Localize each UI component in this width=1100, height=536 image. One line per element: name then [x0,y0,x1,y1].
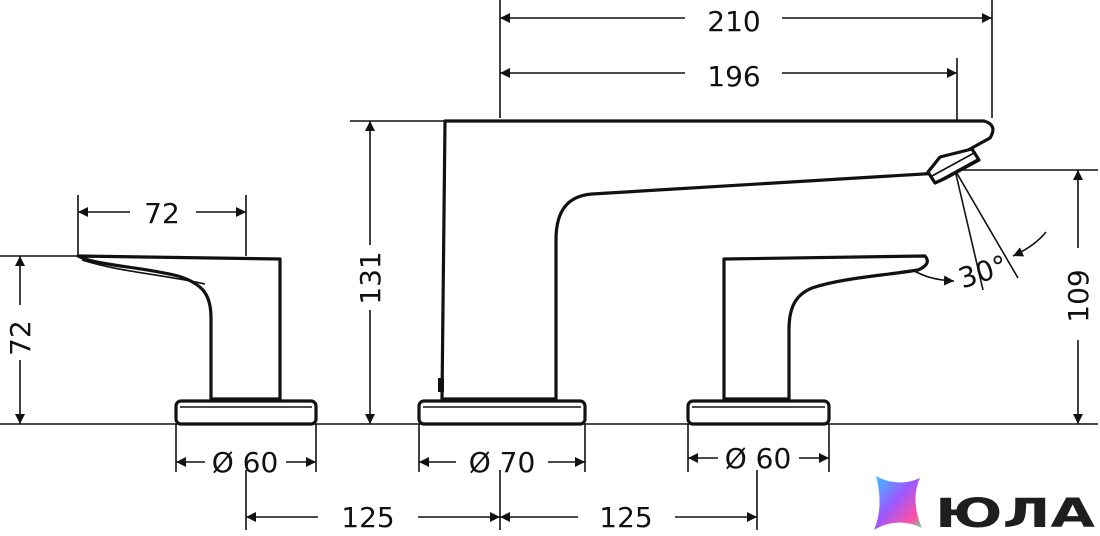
right-handle [686,254,929,426]
dim-handle-height: 72 [4,320,37,356]
dim-diameter-right: Ø 60 [725,442,792,475]
dim-aerator-angle: 30° [954,249,1011,296]
dim-diameter-center: Ø 70 [469,446,536,479]
dim-spout-height: 131 [354,251,387,304]
left-handle [76,254,318,426]
dim-diameter-left: Ø 60 [212,446,279,479]
dim-aerator-height: 109 [1062,269,1095,322]
dim-total-length: 210 [707,5,760,38]
dim-spacing-right: 125 [599,501,652,534]
youla-logo: ЮЛА [874,476,1095,536]
dimension-lines [15,13,1083,522]
logo-star-icon [874,476,922,530]
dim-spout-reach: 196 [707,60,760,93]
spout-body [417,119,995,426]
logo-text: ЮЛА [935,491,1095,536]
dim-handle-width: 72 [144,197,180,230]
dim-spacing-left: 125 [341,501,394,534]
